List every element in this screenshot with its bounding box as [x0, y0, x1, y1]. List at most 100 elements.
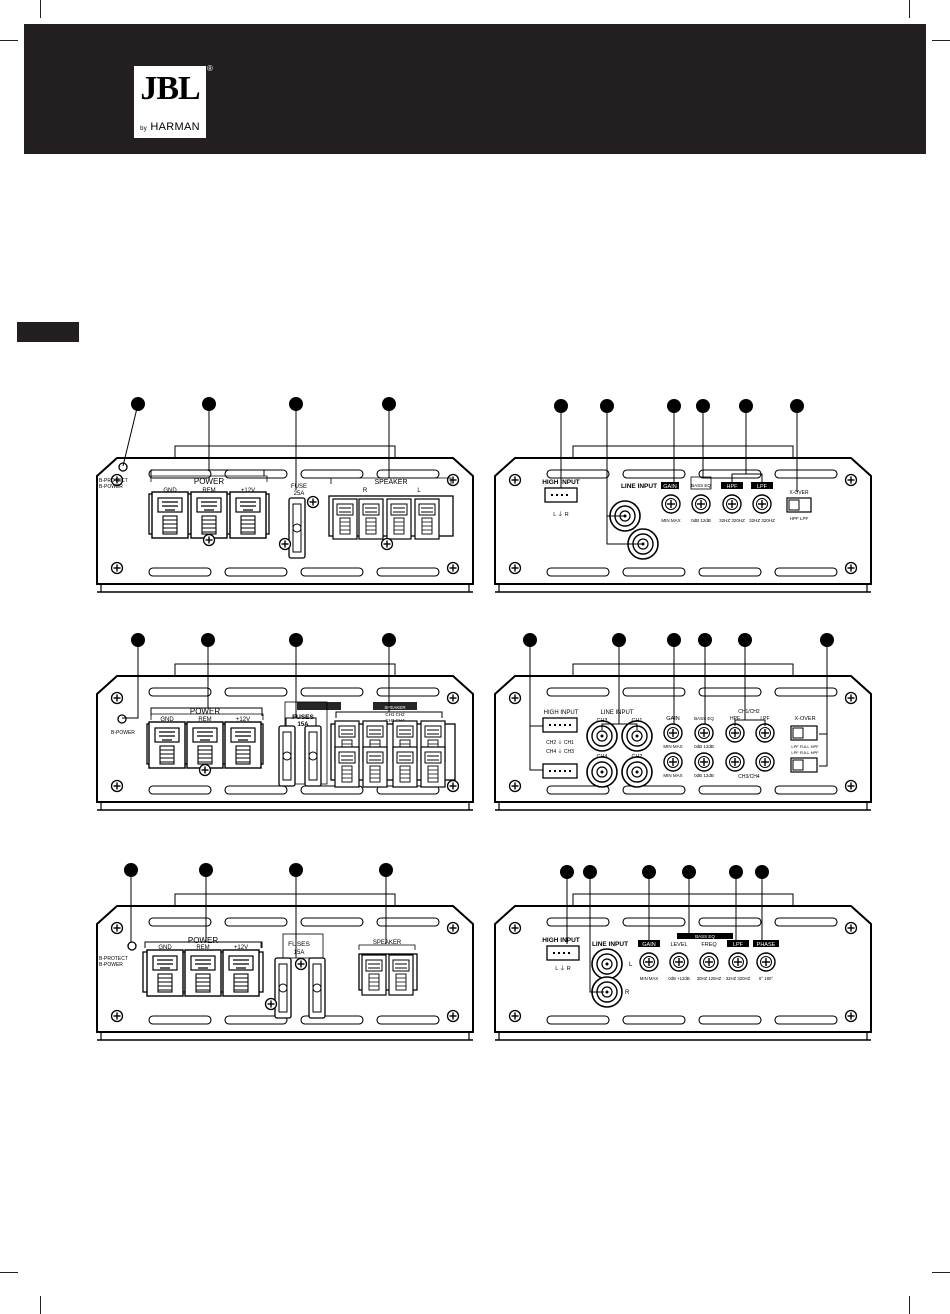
callout-dot: [131, 633, 145, 647]
rca-input-ch2[interactable]: [621, 756, 653, 788]
callout-dot: [642, 865, 656, 879]
callout-dot: [131, 397, 145, 411]
callout-dot: [820, 633, 834, 647]
lpf-label: LPF: [733, 942, 744, 948]
callout-dot: [289, 863, 303, 877]
speaker-terminal[interactable]: [358, 498, 384, 540]
bass-range: 0dB 12dB: [694, 773, 714, 778]
rca-input-l[interactable]: [591, 948, 623, 980]
callout-dot: [382, 633, 396, 647]
gain-knob[interactable]: [661, 494, 681, 514]
speaker-terminal[interactable]: [392, 746, 418, 788]
level-knob[interactable]: [669, 952, 689, 972]
lpf-knob-ch34[interactable]: [755, 752, 775, 772]
fuse[interactable]: [278, 725, 296, 787]
ch34-label: CH3/CH4: [738, 774, 760, 780]
callout-dot: [554, 399, 568, 413]
speaker-terminal[interactable]: [361, 954, 387, 996]
panel-power-4ch: B-POWER POWER GND REM +12V FUSES 15A SPE…: [97, 664, 473, 810]
gnd-terminal[interactable]: [146, 949, 184, 997]
gnd-label: GND: [163, 488, 177, 494]
speaker-ch-r: R: [363, 488, 368, 494]
callouts: [122, 397, 834, 993]
freq-range: 30HZ 125HZ: [697, 976, 722, 981]
hpf-knob-ch34[interactable]: [725, 752, 745, 772]
speaker-terminal[interactable]: [420, 746, 446, 788]
callout-dot: [667, 633, 681, 647]
fuse[interactable]: [288, 497, 306, 559]
fuses-label: FUSES: [288, 941, 310, 948]
gnd-terminal[interactable]: [148, 721, 186, 769]
callout-dot: [201, 633, 215, 647]
gain-knob-ch12[interactable]: [663, 723, 683, 743]
fuse[interactable]: [274, 957, 292, 1019]
12v-terminal[interactable]: [229, 491, 267, 539]
12v-label: +12V: [236, 717, 250, 723]
hpf-range: 32HZ 320HZ: [719, 518, 745, 523]
level-range: 0dB +12dB: [668, 976, 690, 981]
callout-dot: [523, 633, 537, 647]
speaker-terminal[interactable]: [334, 746, 360, 788]
callout-dot: [379, 863, 393, 877]
phase-knob[interactable]: [756, 952, 776, 972]
led-indicator: [127, 941, 137, 951]
rem-terminal[interactable]: [186, 721, 224, 769]
speaker-title: SPEAKER: [384, 705, 406, 710]
rca-label-r: R: [625, 990, 630, 996]
rca-input-ch4[interactable]: [586, 756, 618, 788]
speaker-terminal[interactable]: [388, 954, 414, 996]
xover-positions-1: LPF FULL HPF: [791, 744, 819, 749]
speaker-title: SPEAKER: [373, 940, 402, 946]
freq-knob[interactable]: [699, 952, 719, 972]
gain-knob[interactable]: [639, 952, 659, 972]
callout-dot: [729, 865, 743, 879]
high-pins-top: CH2 ⏚ CH1: [546, 739, 574, 746]
line-input-label: LINE INPUT: [621, 483, 657, 490]
gain-knob-ch34[interactable]: [663, 752, 683, 772]
lpf-knob-ch12[interactable]: [755, 723, 775, 743]
speaker-ch-l: L: [417, 488, 421, 494]
speaker-terminal[interactable]: [362, 746, 388, 788]
rem-terminal[interactable]: [190, 491, 228, 539]
hpf-label: HPF: [727, 484, 739, 490]
callout-dot: [583, 865, 597, 879]
gnd-label: GND: [160, 717, 174, 723]
lpf-knob[interactable]: [752, 494, 772, 514]
callout-dot: [739, 399, 753, 413]
high-input-pins: L ⏚ R: [555, 965, 570, 972]
gnd-terminal[interactable]: [151, 491, 189, 539]
bass-range: 0dB 12dB: [691, 518, 711, 523]
hpf-knob[interactable]: [722, 494, 742, 514]
fuse[interactable]: [304, 725, 322, 787]
panel-input-2ch: HIGH INPUT L ⏚ R LINE INPUT GAIN BASS EQ…: [495, 446, 871, 592]
gain-range: MIN MAX: [663, 744, 682, 749]
logo-byline: by HARMAN: [134, 121, 206, 133]
logo-byline-name: HARMAN: [150, 121, 200, 133]
speaker-terminal[interactable]: [414, 498, 440, 540]
speaker-terminal[interactable]: [386, 498, 412, 540]
xover-positions: HPF LPF: [790, 516, 809, 521]
fuse-rating: 15A: [297, 722, 309, 728]
bass-eq-knob[interactable]: [691, 494, 711, 514]
12v-terminal[interactable]: [224, 721, 262, 769]
fuse-rating: 25A: [294, 491, 305, 497]
12v-terminal[interactable]: [222, 949, 260, 997]
hpf-label: HPF: [730, 716, 740, 722]
fuse[interactable]: [308, 957, 326, 1019]
hpf-knob-ch12[interactable]: [725, 723, 745, 743]
callout-dot: [612, 633, 626, 647]
12v-label: +12V: [234, 945, 248, 951]
callout-dot: [667, 399, 681, 413]
crop-mark: [909, 1296, 910, 1314]
led-indicator: [117, 714, 127, 724]
lpf-label: LPF: [757, 484, 768, 490]
speaker-terminal[interactable]: [332, 498, 358, 540]
lpf-knob[interactable]: [728, 952, 748, 972]
bass-eq-knob-ch12[interactable]: [694, 723, 714, 743]
registered-mark: ®: [207, 64, 213, 73]
crop-mark: [0, 40, 18, 41]
rem-terminal[interactable]: [184, 949, 222, 997]
bass-eq-knob-ch34[interactable]: [694, 752, 714, 772]
